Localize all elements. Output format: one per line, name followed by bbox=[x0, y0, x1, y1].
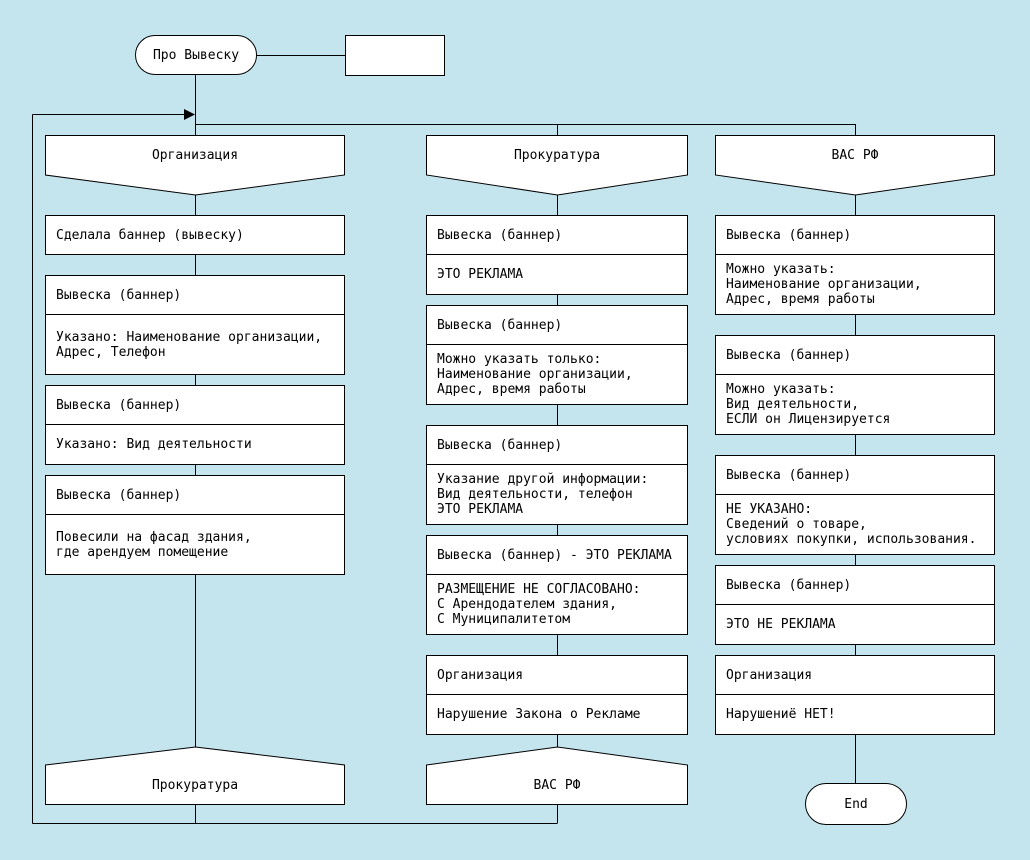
end-node: End bbox=[805, 783, 907, 825]
box-body: Можно указать: Вид деятельности, ЕСЛИ он… bbox=[726, 382, 891, 427]
banner-shape-prok-header bbox=[426, 135, 688, 196]
box-title: Вывеска (баннер) bbox=[46, 476, 344, 515]
box-body: Нарушение Закона о Рекламе bbox=[437, 707, 641, 722]
column2-header: Прокуратура bbox=[513, 147, 601, 163]
box-body: Можно указать: Наименование организации,… bbox=[726, 262, 922, 307]
flow-box: Вывеска (баннер) Можно указать: Наименов… bbox=[715, 215, 995, 315]
box-title: Организация bbox=[716, 656, 994, 695]
flow-box: Вывеска (баннер) Указано: Вид деятельнос… bbox=[45, 385, 345, 465]
connectors bbox=[32, 55, 856, 824]
flow-box: Вывеска (баннер) НЕ УКАЗАНО: Сведений о … bbox=[715, 455, 995, 555]
flow-box: Вывеска (баннер) - ЭТО РЕКЛАМА РАЗМЕЩЕНИ… bbox=[426, 535, 688, 635]
box-body: РАЗМЕЩЕНИЕ НЕ СОГЛАСОВАНО: С Арендодател… bbox=[437, 582, 641, 627]
box-body: Указание другой информации: Вид деятельн… bbox=[437, 472, 649, 517]
box-title: Вывеска (баннер) bbox=[716, 566, 994, 605]
box-title: Вывеска (баннер) bbox=[427, 426, 687, 465]
note-box bbox=[345, 35, 445, 76]
box-title: Вывеска (баннер) bbox=[46, 386, 344, 425]
box-title: Вывеска (баннер) bbox=[46, 276, 344, 315]
flow-box: Вывеска (баннер) Можно указать: Вид деят… bbox=[715, 335, 995, 435]
box-title: Вывеска (баннер) - ЭТО РЕКЛАМА bbox=[427, 536, 687, 575]
start-node: Про Вывеску bbox=[135, 35, 257, 75]
flow-box: Вывеска (баннер) ЭТО РЕКЛАМА bbox=[426, 215, 688, 295]
flow-box: Вывеска (баннер) Повесили на фасад здани… bbox=[45, 475, 345, 575]
box-title: Вывеска (баннер) bbox=[427, 306, 687, 345]
box-title: Вывеска (баннер) bbox=[716, 216, 994, 255]
box-title: Сделала баннер (вывеску) bbox=[56, 228, 244, 243]
column1-footer: Прокуратура bbox=[151, 777, 239, 793]
end-node-label: End bbox=[844, 796, 868, 812]
connector-misc bbox=[32, 55, 856, 824]
flow-box: Организация Нарушение Закона о Рекламе bbox=[426, 655, 688, 735]
box-body: Нарушениё НЕТ! bbox=[726, 707, 836, 722]
flow-box: Вывеска (баннер) Можно указать только: Н… bbox=[426, 305, 688, 405]
column1-header: Организация bbox=[151, 147, 239, 163]
banner-shape-org-header bbox=[45, 135, 345, 196]
banner-shapes bbox=[45, 135, 995, 805]
box-title: Вывеска (баннер) bbox=[427, 216, 687, 255]
banner-shape-vas-footer bbox=[426, 746, 688, 805]
box-body: Указано: Наименование организации, Адрес… bbox=[56, 329, 323, 360]
box-body: ЭТО РЕКЛАМА bbox=[437, 267, 524, 282]
flow-box: Организация Нарушениё НЕТ! bbox=[715, 655, 995, 735]
box-body: НЕ УКАЗАНО: Сведений о товаре, условиях … bbox=[726, 502, 977, 547]
flow-box: Сделала баннер (вывеску) bbox=[45, 215, 345, 255]
banner-shape-vas-header bbox=[715, 135, 995, 196]
box-body: ЭТО НЕ РЕКЛАМА bbox=[726, 617, 836, 632]
box-title: Организация bbox=[427, 656, 687, 695]
flow-box: Вывеска (баннер) Указано: Наименование о… bbox=[45, 275, 345, 375]
banner-shape-prok-footer bbox=[45, 746, 345, 805]
arrowhead-icon bbox=[184, 109, 195, 120]
flow-box: Вывеска (баннер) Указание другой информа… bbox=[426, 425, 688, 525]
start-node-label: Про Вывеску bbox=[152, 47, 240, 63]
box-body: Можно указать только: Наименование орган… bbox=[437, 352, 633, 397]
box-title: Вывеска (баннер) bbox=[716, 336, 994, 375]
box-body: Повесили на фасад здания, где арендуем п… bbox=[56, 529, 252, 560]
flow-box: Вывеска (баннер) ЭТО НЕ РЕКЛАМА bbox=[715, 565, 995, 645]
column3-header: ВАС РФ bbox=[831, 147, 879, 163]
box-title: Вывеска (баннер) bbox=[716, 456, 994, 495]
box-body: Указано: Вид деятельности bbox=[56, 437, 252, 452]
column2-footer: ВАС РФ bbox=[533, 777, 581, 793]
